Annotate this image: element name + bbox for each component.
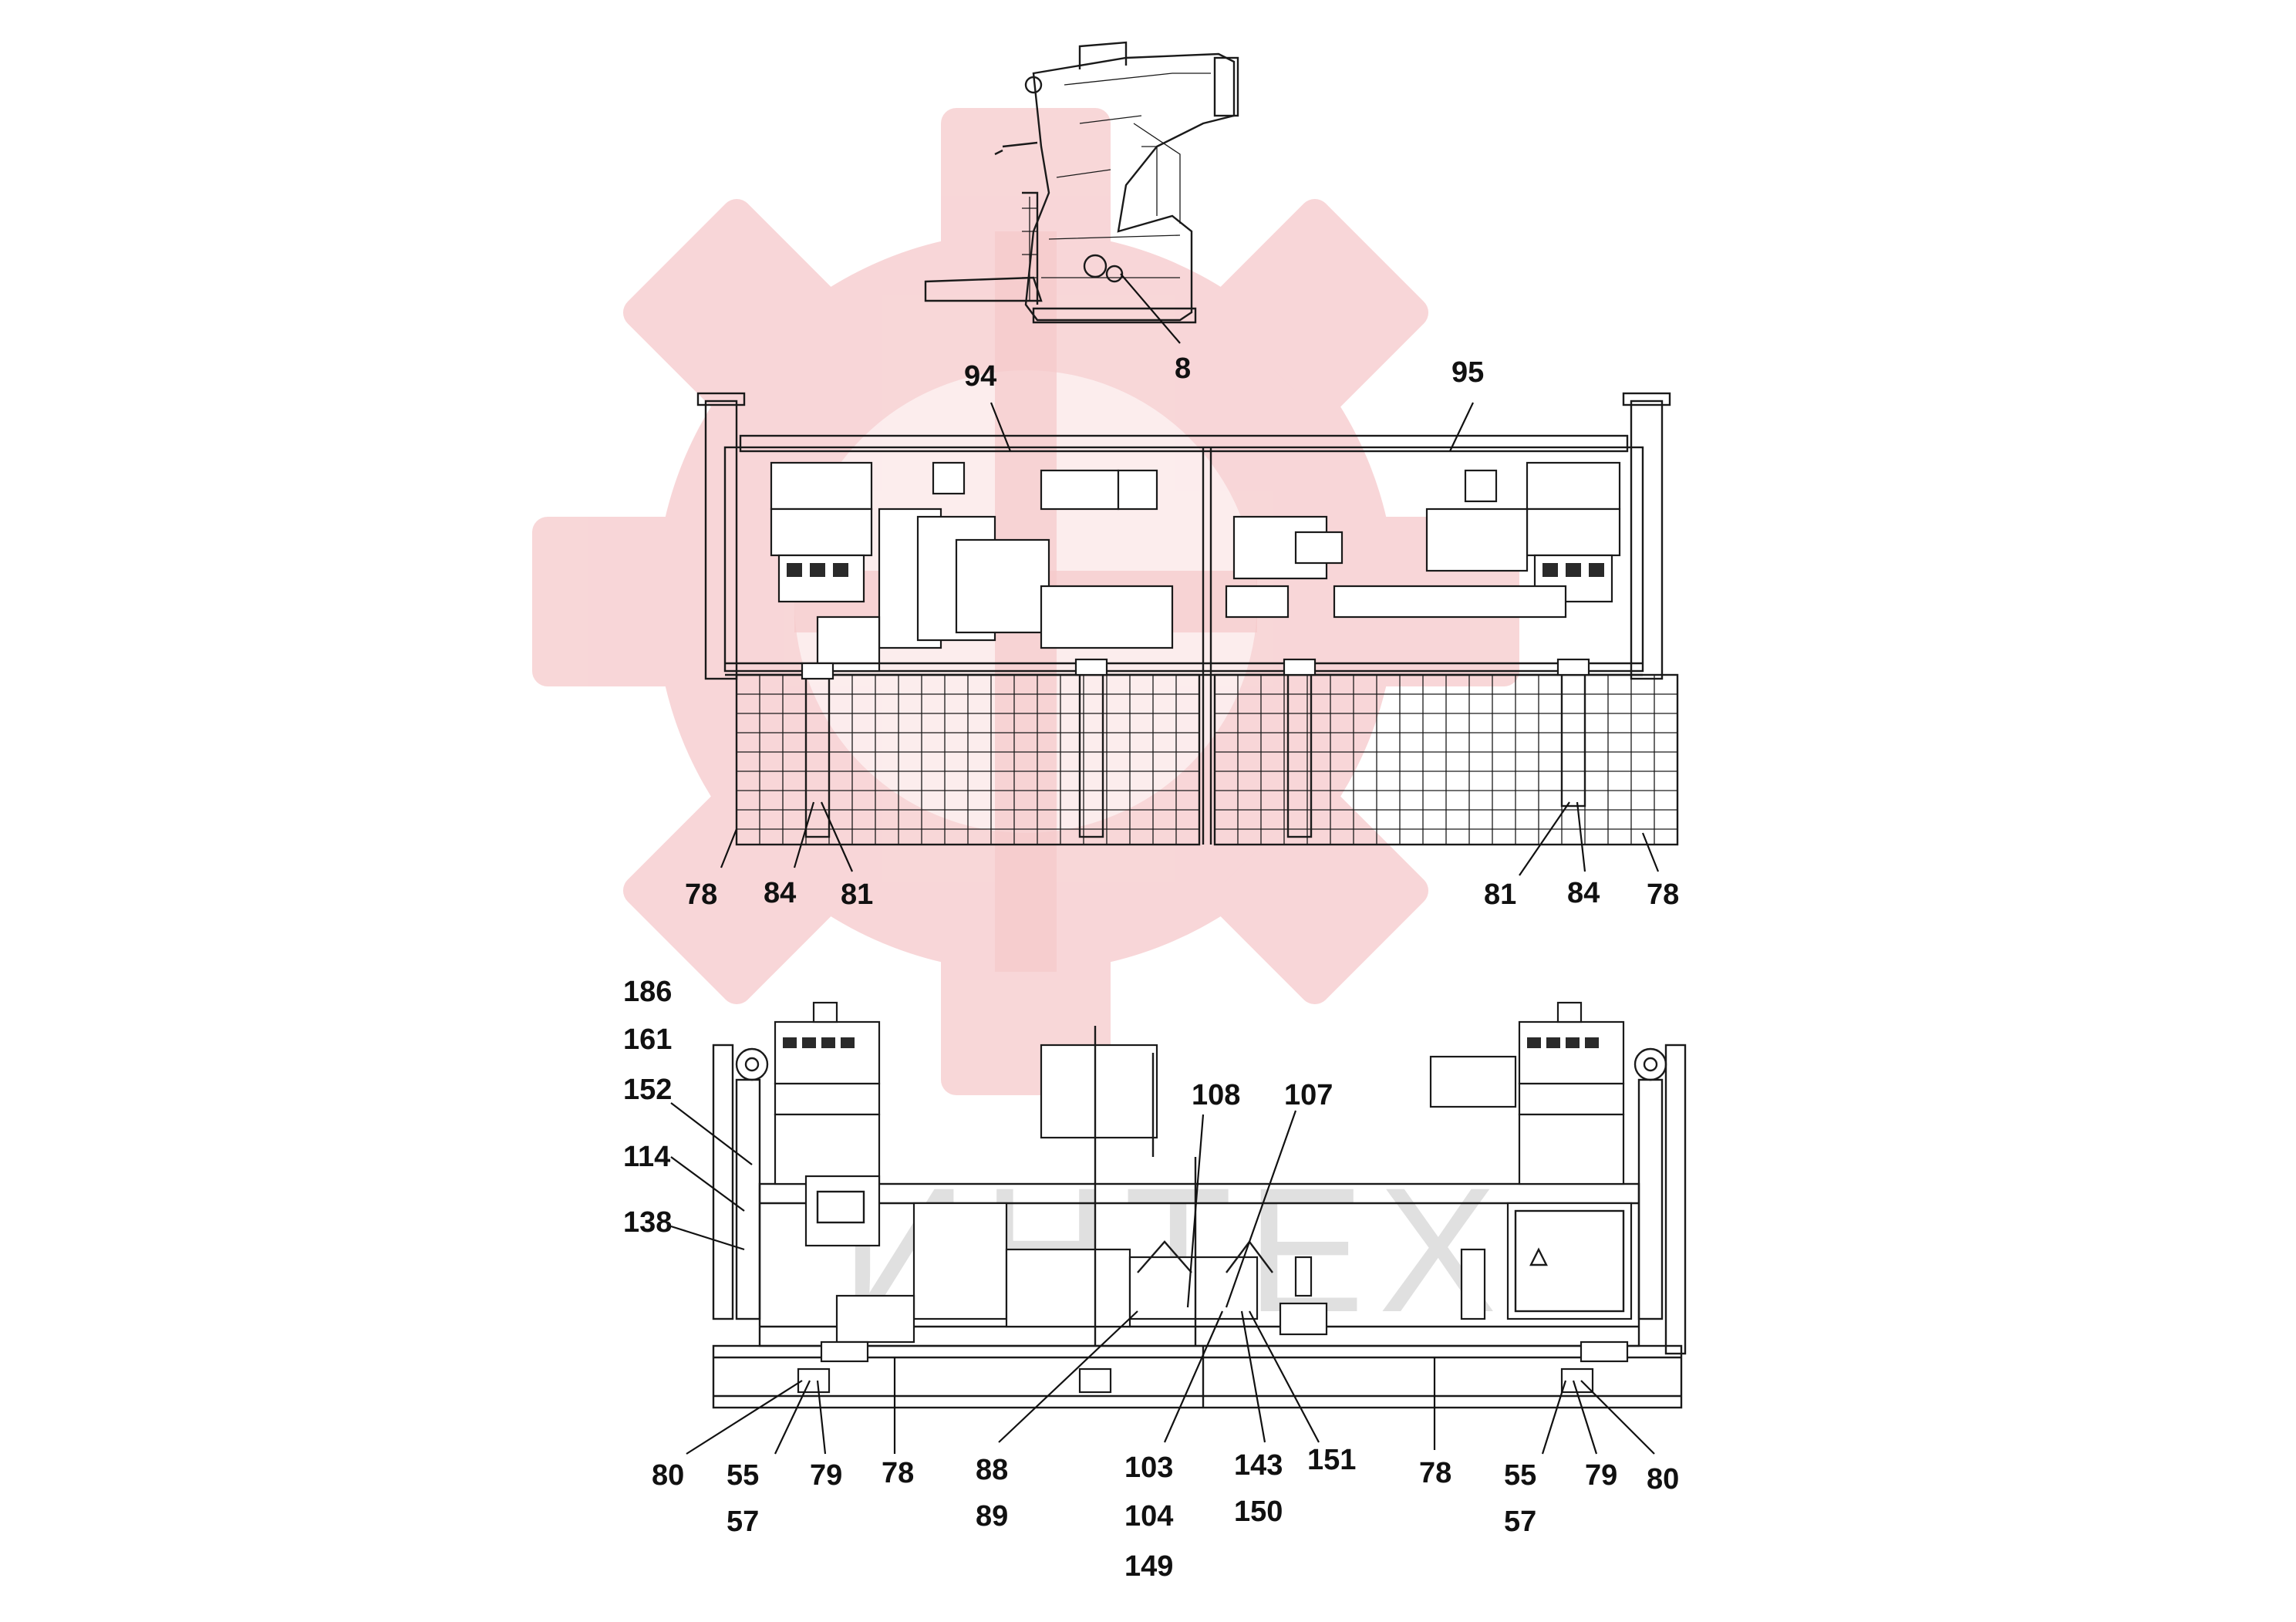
- callout-186: 186: [623, 976, 672, 1008]
- callout-55-right: 55: [1504, 1459, 1536, 1492]
- callout-78-top-left: 78: [685, 878, 717, 911]
- callout-84-top-left: 84: [764, 877, 796, 909]
- callout-78-bottom-right: 78: [1419, 1457, 1451, 1489]
- callout-103: 103: [1124, 1452, 1173, 1484]
- callout-55-left: 55: [727, 1459, 759, 1492]
- callout-89: 89: [976, 1500, 1008, 1533]
- callout-8: 8: [1175, 352, 1191, 385]
- leader-lines: [670, 273, 1660, 1455]
- callout-88: 88: [976, 1454, 1008, 1486]
- callout-78-top-right: 78: [1647, 878, 1679, 911]
- callout-107: 107: [1284, 1079, 1333, 1111]
- callout-81-top-right: 81: [1484, 878, 1516, 911]
- callout-149: 149: [1124, 1550, 1173, 1583]
- callout-79-right: 79: [1585, 1459, 1617, 1492]
- callout-labels: 8 94 95 78 84 81 81 84 78 186 161 152 11…: [623, 352, 1679, 1583]
- callout-152: 152: [623, 1074, 672, 1106]
- callout-79-left: 79: [810, 1459, 842, 1492]
- callout-143: 143: [1234, 1449, 1283, 1482]
- callout-114: 114: [623, 1141, 670, 1173]
- plan-view-assembly: [696, 392, 1679, 846]
- callout-161: 161: [623, 1023, 672, 1056]
- front-view-assembly: [712, 1001, 1687, 1409]
- callout-80-right: 80: [1647, 1463, 1679, 1496]
- callout-57-right: 57: [1504, 1506, 1536, 1538]
- callout-94: 94: [964, 360, 996, 393]
- callout-80-left: 80: [652, 1459, 684, 1492]
- callout-84-top-right: 84: [1567, 877, 1600, 909]
- callout-108: 108: [1192, 1079, 1240, 1111]
- callout-104: 104: [1124, 1500, 1173, 1533]
- callout-78-bottom-left: 78: [882, 1457, 914, 1489]
- callout-81-top-left: 81: [841, 878, 873, 911]
- callout-138: 138: [623, 1206, 672, 1239]
- side-view-assembly: [924, 41, 1239, 324]
- callout-151: 151: [1307, 1444, 1356, 1476]
- callout-57-left: 57: [727, 1506, 759, 1538]
- watermark-gear-logo: [532, 108, 1519, 1095]
- callout-95: 95: [1451, 356, 1484, 389]
- callout-150: 150: [1234, 1496, 1283, 1528]
